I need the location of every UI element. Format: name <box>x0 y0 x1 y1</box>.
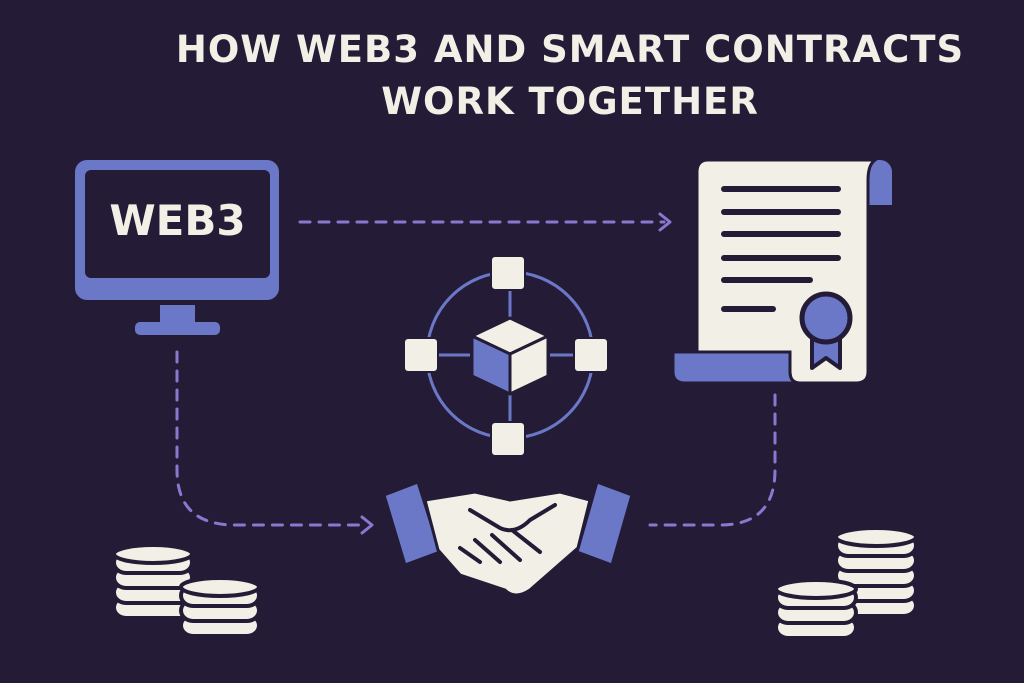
seal-ribbon-icon <box>799 291 853 370</box>
title-line-2: WORK TOGETHER <box>381 80 759 123</box>
dashed-arrow-web3-to-handshake <box>175 350 367 527</box>
monitor-icon <box>75 160 279 335</box>
smart-contract-document-icon <box>671 158 892 385</box>
coin-stack-icon <box>112 543 194 620</box>
title-line-1: HOW WEB3 AND SMART CONTRACTS <box>175 28 965 71</box>
coin-stacks <box>112 526 918 640</box>
arrowhead-icon <box>658 212 672 232</box>
monitor-label: WEB3 <box>109 196 246 245</box>
coin-stack-icon <box>179 576 261 638</box>
blockchain-network-icon <box>403 255 609 457</box>
cube-icon <box>470 316 550 396</box>
dashed-line-contract-to-handshake <box>648 393 777 527</box>
handshake-icon <box>382 480 634 597</box>
arrowhead-icon <box>360 515 374 535</box>
coin-stack-icon <box>774 578 858 640</box>
